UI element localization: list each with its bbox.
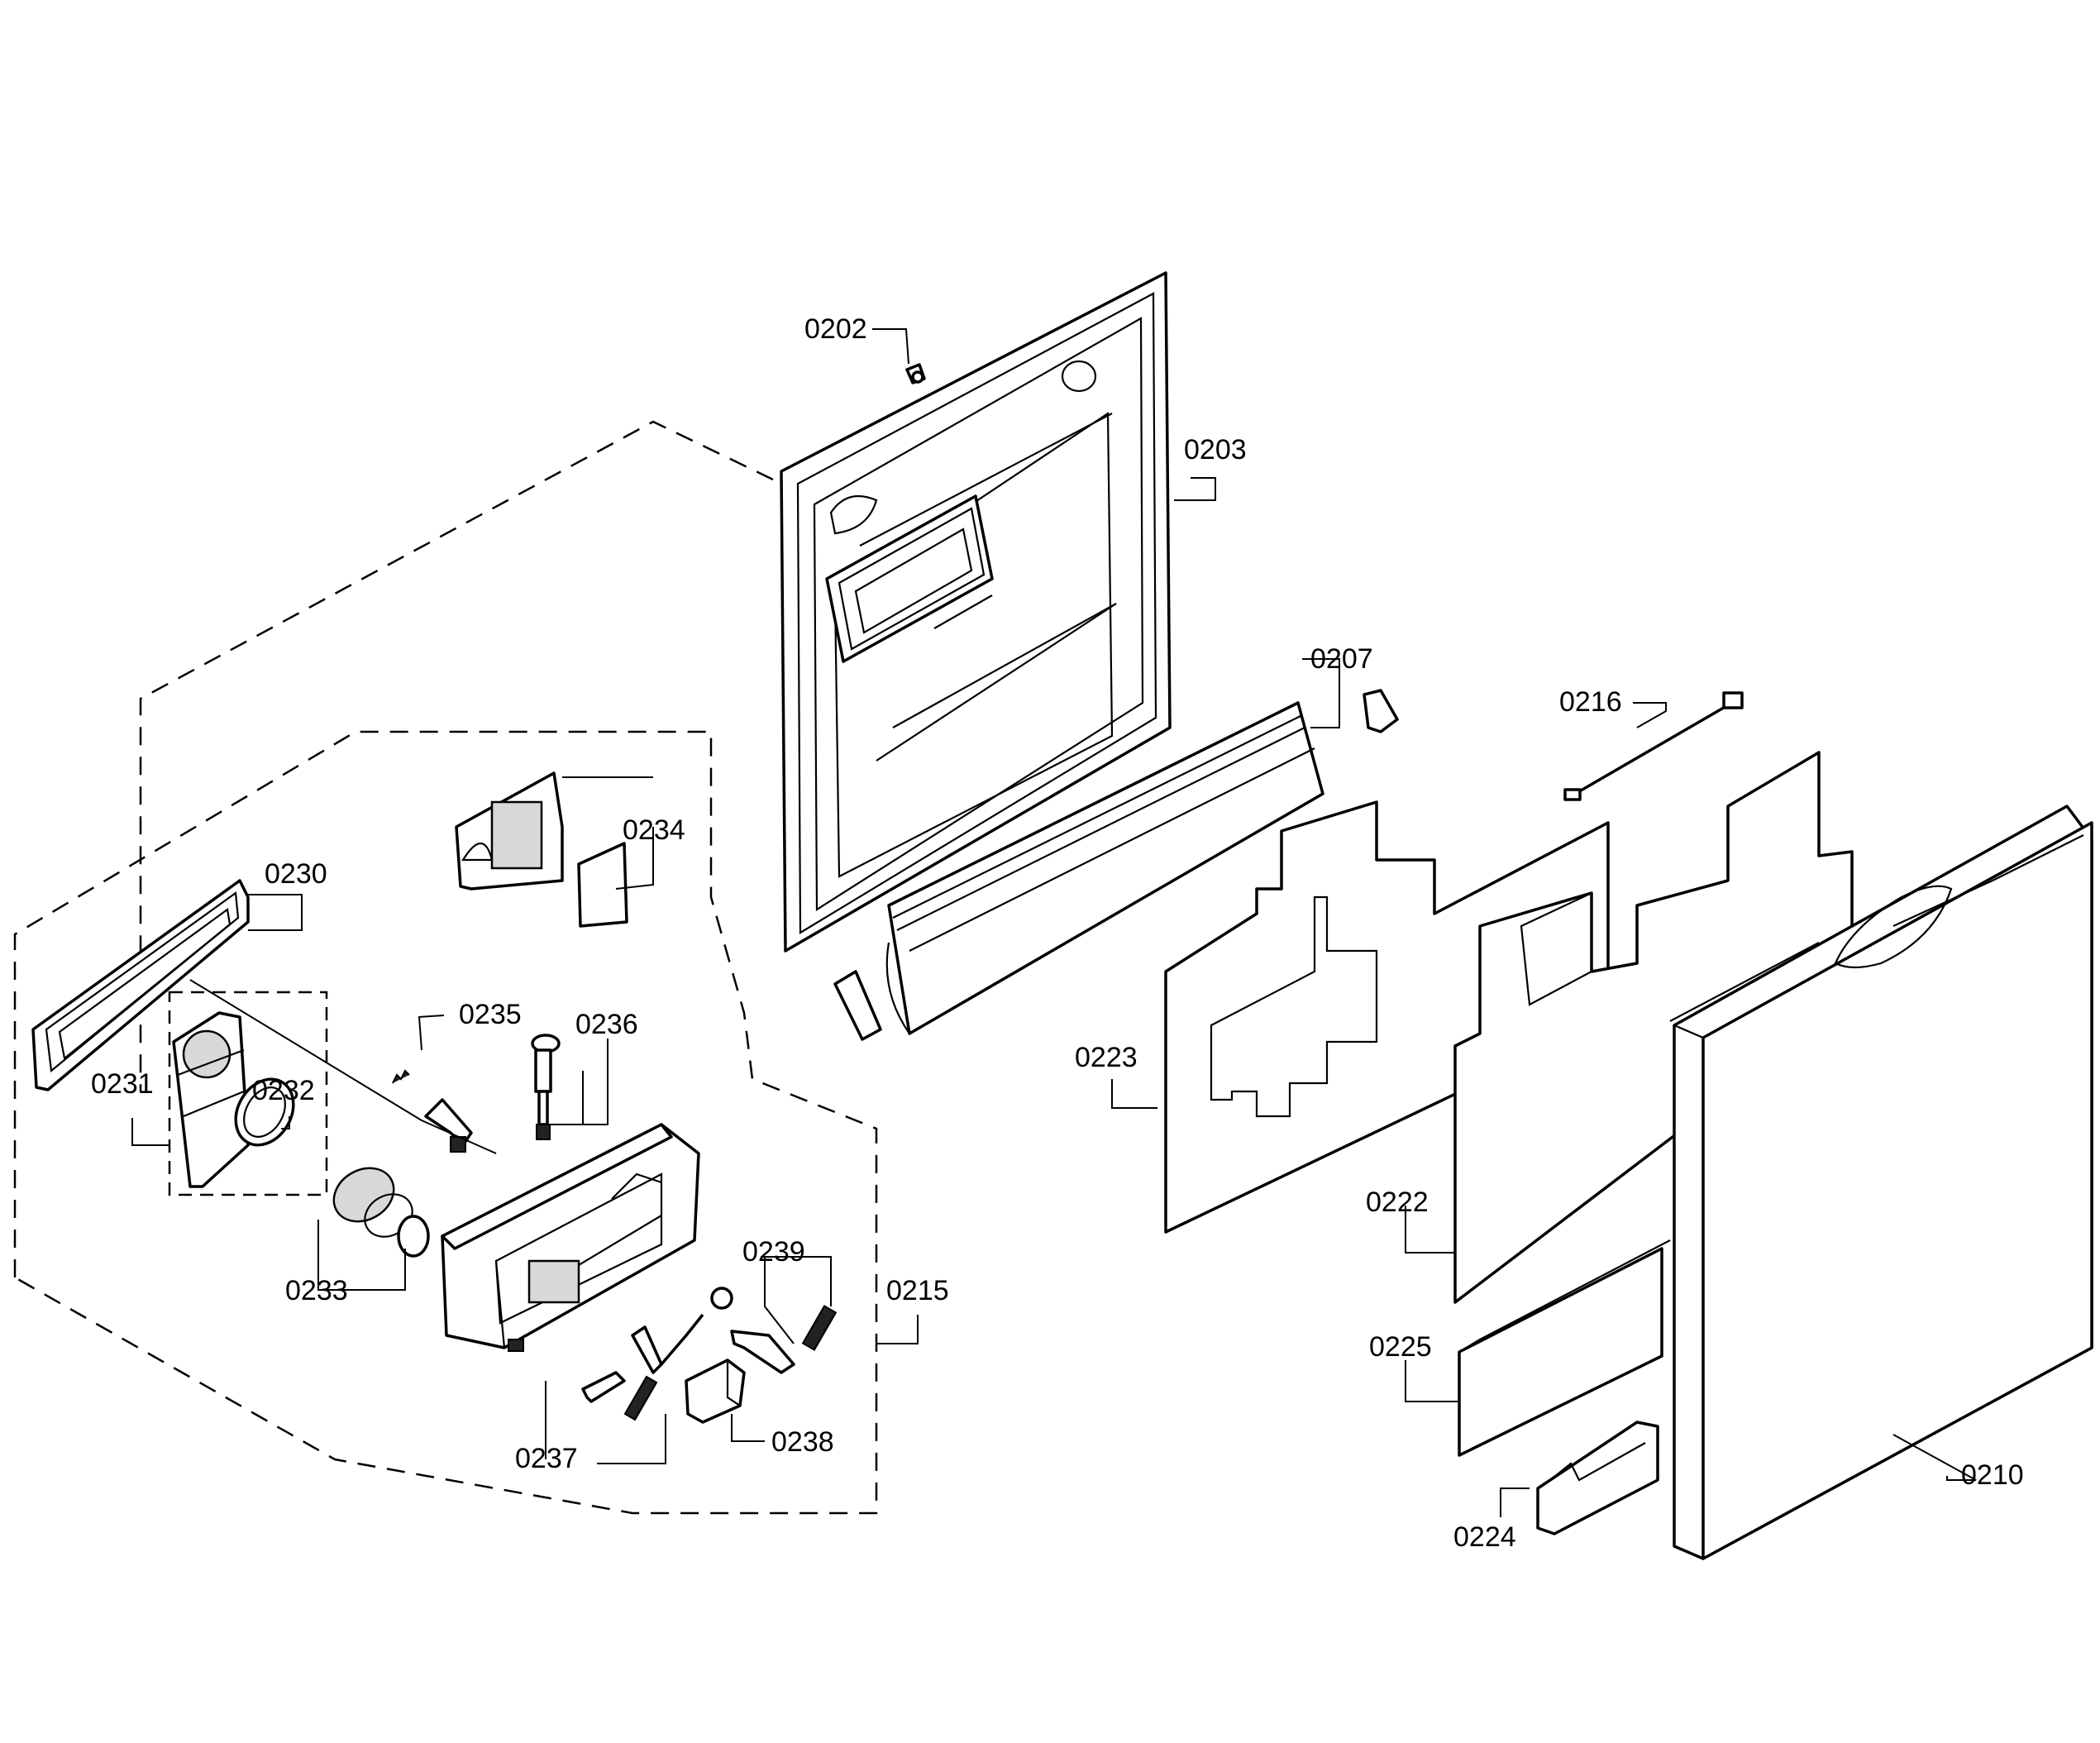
label-0236: 0236 xyxy=(575,1009,638,1040)
label-0233: 0233 xyxy=(285,1275,348,1306)
label-0225: 0225 xyxy=(1369,1331,1432,1363)
label-0202: 0202 xyxy=(804,313,867,345)
label-0238: 0238 xyxy=(771,1426,834,1458)
part-number-labels: 0202 0203 0207 0216 0234 0230 0235 0236 … xyxy=(91,313,2024,1553)
label-0216: 0216 xyxy=(1559,686,1622,718)
dashed-assembly-outline xyxy=(13,420,878,1515)
door-trim-strip[interactable] xyxy=(833,701,1324,1041)
actuator-lever[interactable] xyxy=(730,1305,838,1374)
leader-lines xyxy=(131,328,1977,1517)
seal-ring[interactable] xyxy=(224,1069,304,1156)
door-frame-gasket[interactable] xyxy=(31,879,250,1091)
insulation-strip[interactable] xyxy=(1458,1239,1671,1457)
cable-harness[interactable] xyxy=(1563,691,1744,801)
label-0223: 0223 xyxy=(1075,1042,1138,1073)
trim-bracket[interactable] xyxy=(1536,1421,1659,1535)
plunger-pin[interactable] xyxy=(531,1034,561,1140)
filter-cartridge[interactable] xyxy=(455,771,628,928)
dispenser-cover[interactable] xyxy=(172,1011,250,1188)
float-ball[interactable] xyxy=(710,1287,733,1310)
inner-door-panel[interactable] xyxy=(780,271,1172,953)
label-0203: 0203 xyxy=(1184,434,1247,466)
latch-bracket[interactable] xyxy=(581,1313,704,1421)
label-0239: 0239 xyxy=(742,1236,805,1268)
label-0210: 0210 xyxy=(1961,1459,2024,1491)
outer-door-panel[interactable] xyxy=(1669,805,2093,1560)
door-switch[interactable] xyxy=(685,1359,746,1424)
screw[interactable] xyxy=(905,363,926,384)
label-0234: 0234 xyxy=(623,814,685,846)
label-0215: 0215 xyxy=(886,1275,949,1306)
label-0235: 0235 xyxy=(459,999,522,1030)
rinse-aid-cap[interactable] xyxy=(324,1158,430,1258)
label-0231: 0231 xyxy=(91,1068,154,1100)
bracket-clip[interactable] xyxy=(1363,689,1399,733)
spring-lever[interactable] xyxy=(392,1069,473,1153)
label-0224: 0224 xyxy=(1453,1521,1516,1553)
label-0232: 0232 xyxy=(252,1075,315,1106)
label-0237: 0237 xyxy=(515,1443,578,1474)
label-0222: 0222 xyxy=(1366,1187,1429,1218)
label-0207: 0207 xyxy=(1310,643,1373,675)
detergent-dispenser[interactable] xyxy=(441,1123,700,1352)
label-0230: 0230 xyxy=(265,858,327,890)
